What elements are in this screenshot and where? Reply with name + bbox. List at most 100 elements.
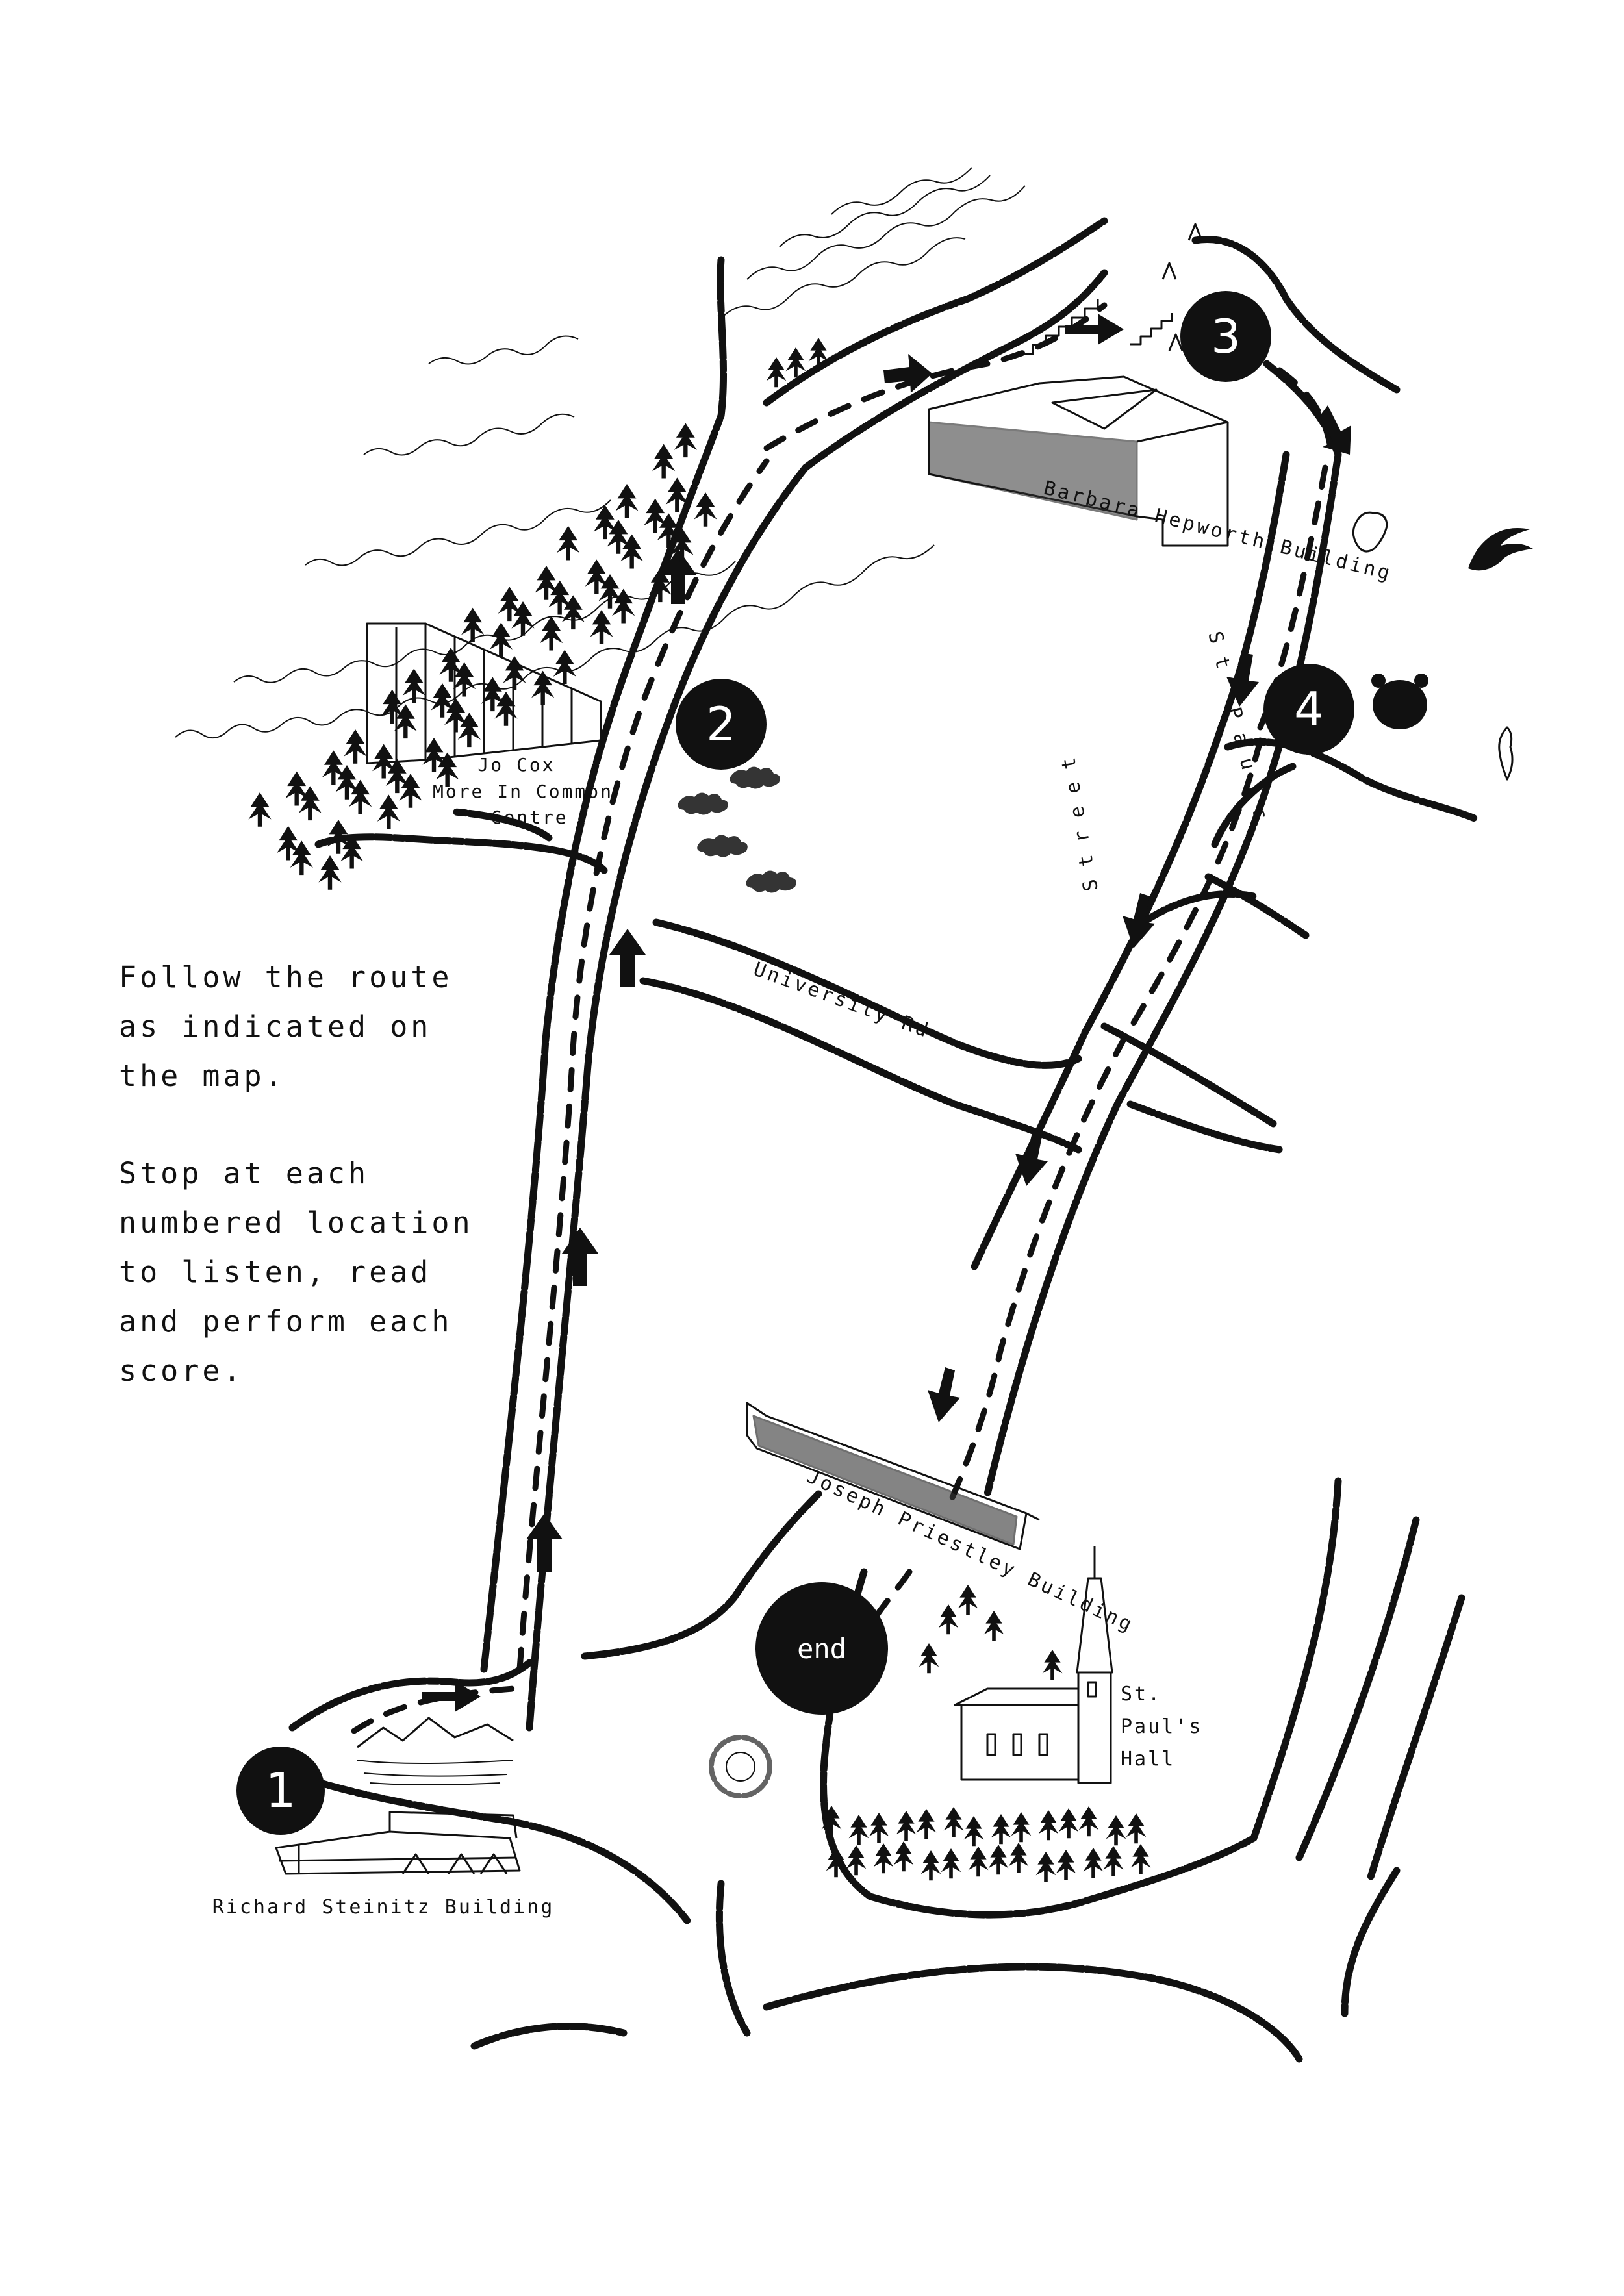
tree-icon	[615, 484, 639, 518]
tree-icon	[657, 513, 680, 548]
label-richard-steinitz: Richard Steinitz Building	[212, 1896, 555, 1919]
instructions-paragraph-1: Follow the route as indicated on the map…	[119, 953, 561, 1101]
tree-icon	[1038, 1810, 1059, 1841]
animal-icon	[1161, 223, 1514, 781]
tree-icon	[402, 668, 425, 703]
instruction-line: to listen, read	[119, 1255, 432, 1289]
tree-icon	[988, 1845, 1009, 1875]
label-st-pauls-hall-line3: Hall	[1121, 1748, 1175, 1771]
arrow-icon	[1320, 405, 1351, 455]
arrow-icon	[1226, 653, 1259, 707]
stop-marker-1[interactable]: 1	[236, 1747, 325, 1835]
barbara-hepworth-building-sketch	[928, 375, 1229, 547]
tree-icon	[553, 650, 576, 685]
tree-icon	[385, 759, 409, 794]
tree-icon	[494, 692, 518, 726]
roundabout	[709, 1735, 772, 1798]
tree-icon	[943, 1807, 964, 1837]
tree-icon	[540, 616, 563, 651]
tree-icon	[453, 662, 476, 697]
stop-number-2: 2	[706, 697, 736, 751]
richard-steinitz-building-sketch	[275, 1717, 521, 1875]
instructions-paragraph-2: Stop at each numbered location to listen…	[119, 1149, 561, 1396]
tree-icon	[612, 588, 635, 624]
tree-icon	[327, 820, 350, 854]
tree-icon	[285, 771, 309, 806]
tree-icon	[941, 1848, 961, 1879]
tree-icon	[648, 568, 672, 603]
tree-icon	[277, 826, 300, 861]
tree-icon	[958, 1585, 978, 1615]
tree-icon	[461, 607, 485, 642]
tree-icon	[1078, 1806, 1099, 1837]
tree-icon	[1042, 1650, 1063, 1680]
stop-marker-4[interactable]: 4	[1263, 664, 1354, 755]
tree-icon	[422, 738, 446, 772]
arrow-icon	[883, 354, 932, 393]
tree-icon	[481, 677, 504, 712]
instruction-line: and perform each	[119, 1304, 453, 1339]
tree-icon	[968, 1847, 989, 1877]
tree-icon	[607, 520, 630, 554]
stairs-icon	[1020, 299, 1173, 355]
instruction-line: score.	[119, 1354, 244, 1388]
tree-icon	[873, 1843, 894, 1874]
tree-icon	[377, 794, 400, 829]
tree-icon	[620, 534, 644, 569]
tree-icon	[785, 347, 806, 378]
arrow-icon	[660, 549, 696, 604]
water-lines	[175, 167, 1026, 738]
tree-icon	[1126, 1813, 1147, 1844]
tree-icon	[766, 357, 787, 388]
tree-icon	[963, 1816, 984, 1847]
stop-number-3: 3	[1211, 309, 1241, 364]
tree-icon	[436, 752, 459, 787]
arrow-icon	[1015, 1130, 1048, 1186]
tree-icon	[893, 1841, 914, 1872]
stop-marker-2[interactable]: 2	[676, 679, 767, 770]
bear-icon	[1371, 674, 1428, 729]
label-jo-cox-line1: Jo Cox	[477, 754, 555, 776]
tree-icon	[694, 492, 717, 527]
arrow-icon	[928, 1367, 960, 1422]
instructions-panel: Follow the route as indicated on the map…	[119, 953, 561, 1444]
tree-icon	[340, 834, 364, 869]
road-network	[269, 217, 1478, 2063]
tree-icon	[991, 1814, 1011, 1845]
tree-cluster-north	[766, 338, 829, 388]
tree-icon	[535, 566, 558, 600]
stop-marker-3[interactable]: 3	[1180, 291, 1271, 382]
tree-icon	[938, 1604, 959, 1635]
tree-icon	[1083, 1848, 1104, 1878]
tree-icon	[335, 765, 359, 800]
route-arrows	[422, 314, 1351, 1712]
tree-icon	[652, 444, 676, 479]
stop-label-end: end	[797, 1633, 846, 1665]
tree-icon	[498, 587, 521, 622]
church-icon	[954, 1546, 1113, 1784]
tree-icon	[821, 1806, 842, 1836]
tree-icon	[439, 648, 463, 682]
joseph-priestley-building-sketch	[746, 1402, 1040, 1550]
tree-icon	[399, 774, 422, 808]
arrow-icon	[609, 929, 646, 987]
tree-icon	[920, 1850, 941, 1881]
tree-icon	[869, 1813, 889, 1843]
tree-icon	[1011, 1812, 1032, 1843]
tree-icon	[298, 786, 322, 821]
tree-icon	[848, 1815, 869, 1845]
tree-icon	[457, 713, 481, 748]
tree-icon	[1056, 1850, 1076, 1880]
tree-icon	[983, 1611, 1004, 1641]
tree-icon	[1058, 1808, 1079, 1839]
tree-icon	[1103, 1846, 1124, 1876]
tree-icon	[1130, 1844, 1151, 1874]
arrow-icon	[1065, 314, 1124, 345]
tree-icon	[557, 525, 580, 561]
tree-icon	[598, 574, 622, 609]
label-jo-cox-line2: More In Common	[433, 781, 613, 802]
tree-icon	[919, 1643, 939, 1674]
stop-marker-end[interactable]: end	[755, 1582, 888, 1715]
stop-number-4: 4	[1294, 682, 1324, 737]
